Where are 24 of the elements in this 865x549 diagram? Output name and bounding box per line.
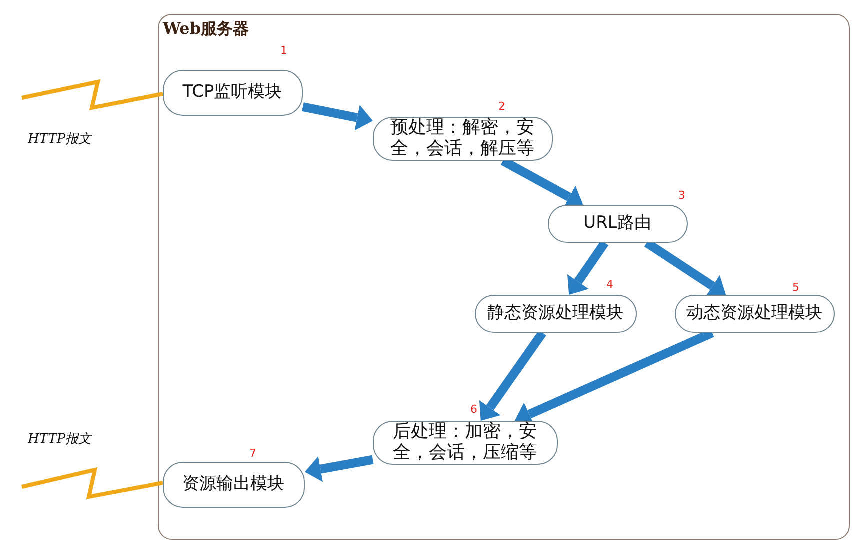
process-box: 动态资源处理模块: [674, 294, 834, 332]
edge-label: HTTP报文: [28, 130, 92, 148]
step-number: 7: [248, 448, 258, 460]
process-box: 资源输出模块: [162, 462, 304, 508]
process-box: TCP监听模块: [162, 70, 302, 116]
arrow: [479, 330, 546, 421]
edge-label: HTTP报文: [28, 430, 92, 448]
process-box: 后处理：加密，安全，会话，压缩等: [372, 420, 558, 464]
process-box: URL路由: [548, 204, 688, 242]
step-number: 3: [678, 190, 686, 202]
step-number: 1: [280, 44, 288, 56]
arrow: [302, 102, 373, 131]
lightning-bolt: [22, 79, 164, 111]
lightning-bolt: [22, 467, 164, 500]
arrow: [304, 455, 374, 482]
process-box: 静态资源处理模块: [474, 294, 636, 332]
step-number: 5: [792, 282, 800, 294]
step-number: 4: [606, 278, 614, 290]
step-number: 6: [470, 404, 478, 416]
server-frame: [158, 14, 850, 540]
process-box: 预处理：解密，安全，会话，解压等: [372, 116, 552, 160]
arrow: [568, 240, 609, 295]
step-number: 2: [498, 100, 506, 112]
frame-title: Web服务器: [163, 19, 250, 40]
